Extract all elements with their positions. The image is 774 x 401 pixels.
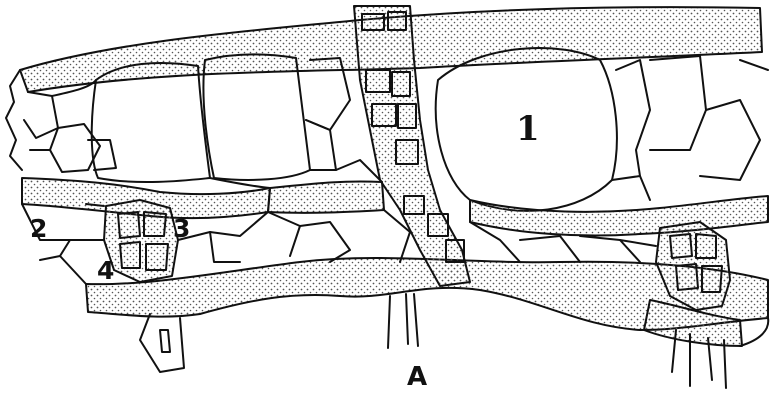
upper-left-edge (6, 70, 22, 170)
figure-letter-label: A (407, 364, 427, 390)
label-two: 2 (30, 216, 47, 241)
label-four: 4 (97, 258, 114, 283)
bottom-hair-center (388, 294, 418, 348)
middle-band-center (268, 181, 384, 212)
label-three: 3 (173, 216, 190, 241)
middle-band-right (470, 196, 768, 236)
label-one: 1 (516, 112, 540, 146)
